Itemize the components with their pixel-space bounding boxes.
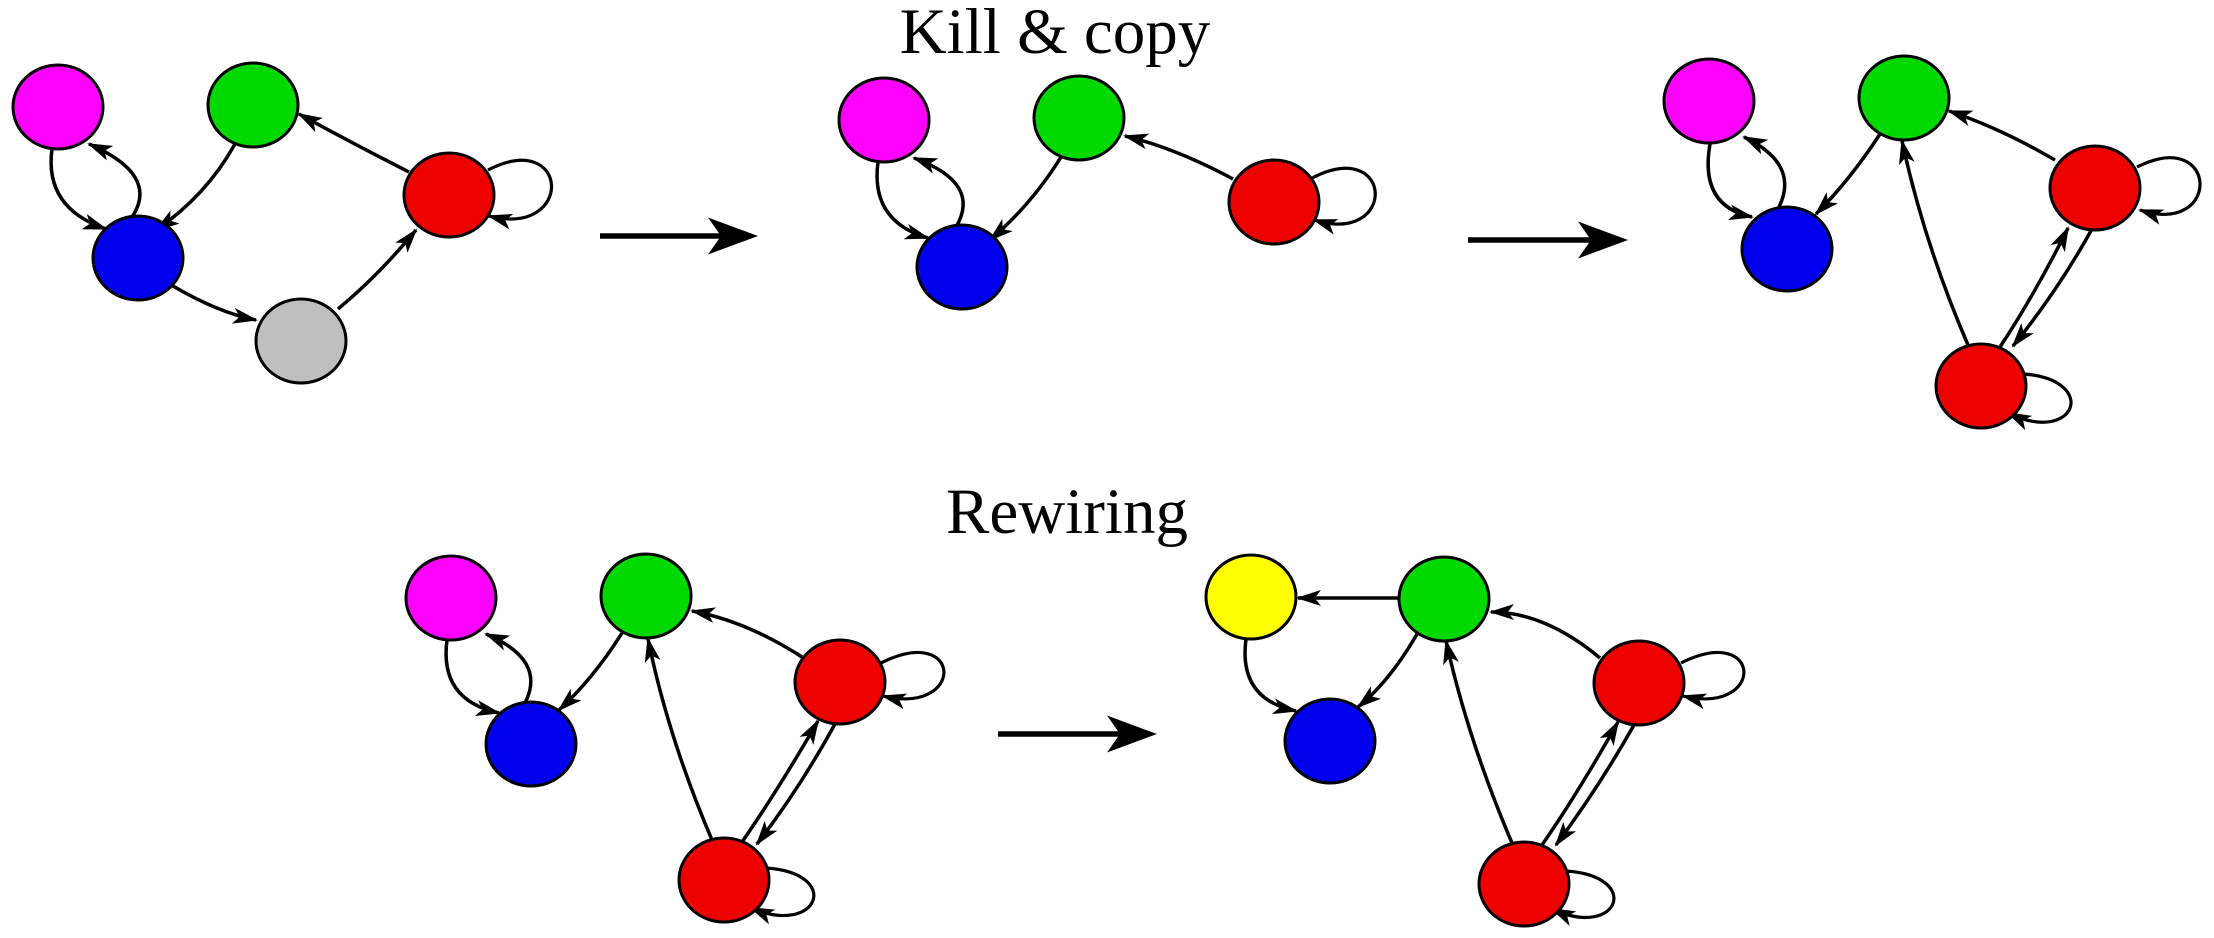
node-start-gray [254,297,348,385]
node-after-copy-green [1857,54,1951,142]
node-after-rewire-red1 [1592,639,1686,727]
node-after-rewire-yellow [1204,553,1298,641]
node-start-magenta [11,63,105,151]
edge-magenta-to-blue [1706,143,1754,221]
self-loop-red [487,158,554,230]
node-start-red [402,151,496,239]
graph-before-rewire [404,552,946,925]
edge-blue-to-magenta [484,632,533,704]
edge-magenta-to-blue [49,148,108,231]
node-after-copy-magenta [1662,57,1756,145]
edge-blue-to-magenta [912,156,965,228]
edge-green-to-blue [1356,633,1419,709]
transition-arrow-3 [998,715,1157,753]
edge-magenta-to-blue [444,639,501,716]
transition-arrowhead-icon [1107,715,1157,753]
node-after-rewire-red2 [1477,840,1571,928]
edge-yellow-to-blue [1243,638,1298,715]
node-before-rewire-blue [484,700,578,788]
node-start-green [206,61,300,149]
edge-red-to-green [1123,133,1234,181]
self-loop-red2 [2006,372,2073,431]
edge-red2-to-green [1443,639,1514,844]
transition-arrows-layer [600,217,1628,753]
edge-green-to-blue [1814,133,1882,216]
node-before-rewire-red2 [677,836,771,924]
transition-arrow-2 [1468,221,1628,259]
node-before-rewire-red1 [793,638,887,726]
self-loop-red1 [880,650,946,710]
title-kill-and-copy: Kill & copy [900,0,1211,68]
graph-start [11,61,554,385]
graph-after-rewire [1204,553,1746,928]
self-loop-red2 [749,866,816,925]
node-after-copy-red1 [2048,144,2142,232]
node-after-kill-magenta [837,76,931,164]
edge-red1-to-green [1489,604,1602,660]
node-after-rewire-blue [1283,697,1377,785]
edge-red1-to-green [690,607,803,659]
graph-after-copy [1662,54,2202,431]
node-after-copy-blue [1740,205,1834,293]
self-loop-red2 [1550,869,1616,926]
edge-blue-to-magenta [87,142,142,218]
node-after-rewire-green [1397,555,1491,643]
edge-magenta-to-blue [875,161,930,240]
edge-red2-to-red1 [1540,720,1620,846]
edge-red2-to-red1 [740,719,820,843]
node-after-kill-blue [915,223,1009,311]
transition-arrowhead-icon [708,217,758,255]
edge-red1-to-green [1947,109,2056,162]
transition-arrow-1 [600,217,758,255]
graphs-layer [11,54,2202,928]
transition-arrowhead-icon [1578,221,1628,259]
node-after-kill-green [1032,74,1126,162]
self-loop-red [1311,166,1377,235]
edge-red-to-green [297,112,410,174]
self-loop-red1 [1680,650,1746,710]
node-after-kill-red [1227,158,1321,246]
graph-after-kill [837,74,1377,311]
edge-gray-to-red [336,228,418,311]
node-start-blue [91,214,185,302]
edge-red1-to-red2 [2011,228,2094,348]
node-before-rewire-green [599,552,693,640]
edge-blue-to-magenta [1742,135,1787,208]
edge-red1-to-red2 [755,723,837,846]
edge-blue-to-gray [172,284,258,324]
edge-red2-to-green [644,637,714,841]
edge-red1-to-red2 [1554,724,1636,847]
edge-red2-to-green [1899,139,1970,346]
edge-green-to-blue [154,143,237,232]
self-loop-red1 [2136,156,2202,225]
node-before-rewire-magenta [404,554,498,642]
title-rewiring: Rewiring [946,476,1188,548]
node-after-copy-red2 [1934,342,2028,430]
edge-green-to-blue [557,632,624,712]
edge-red2-to-red1 [1998,226,2070,348]
edge-green-to-blue [988,156,1063,242]
